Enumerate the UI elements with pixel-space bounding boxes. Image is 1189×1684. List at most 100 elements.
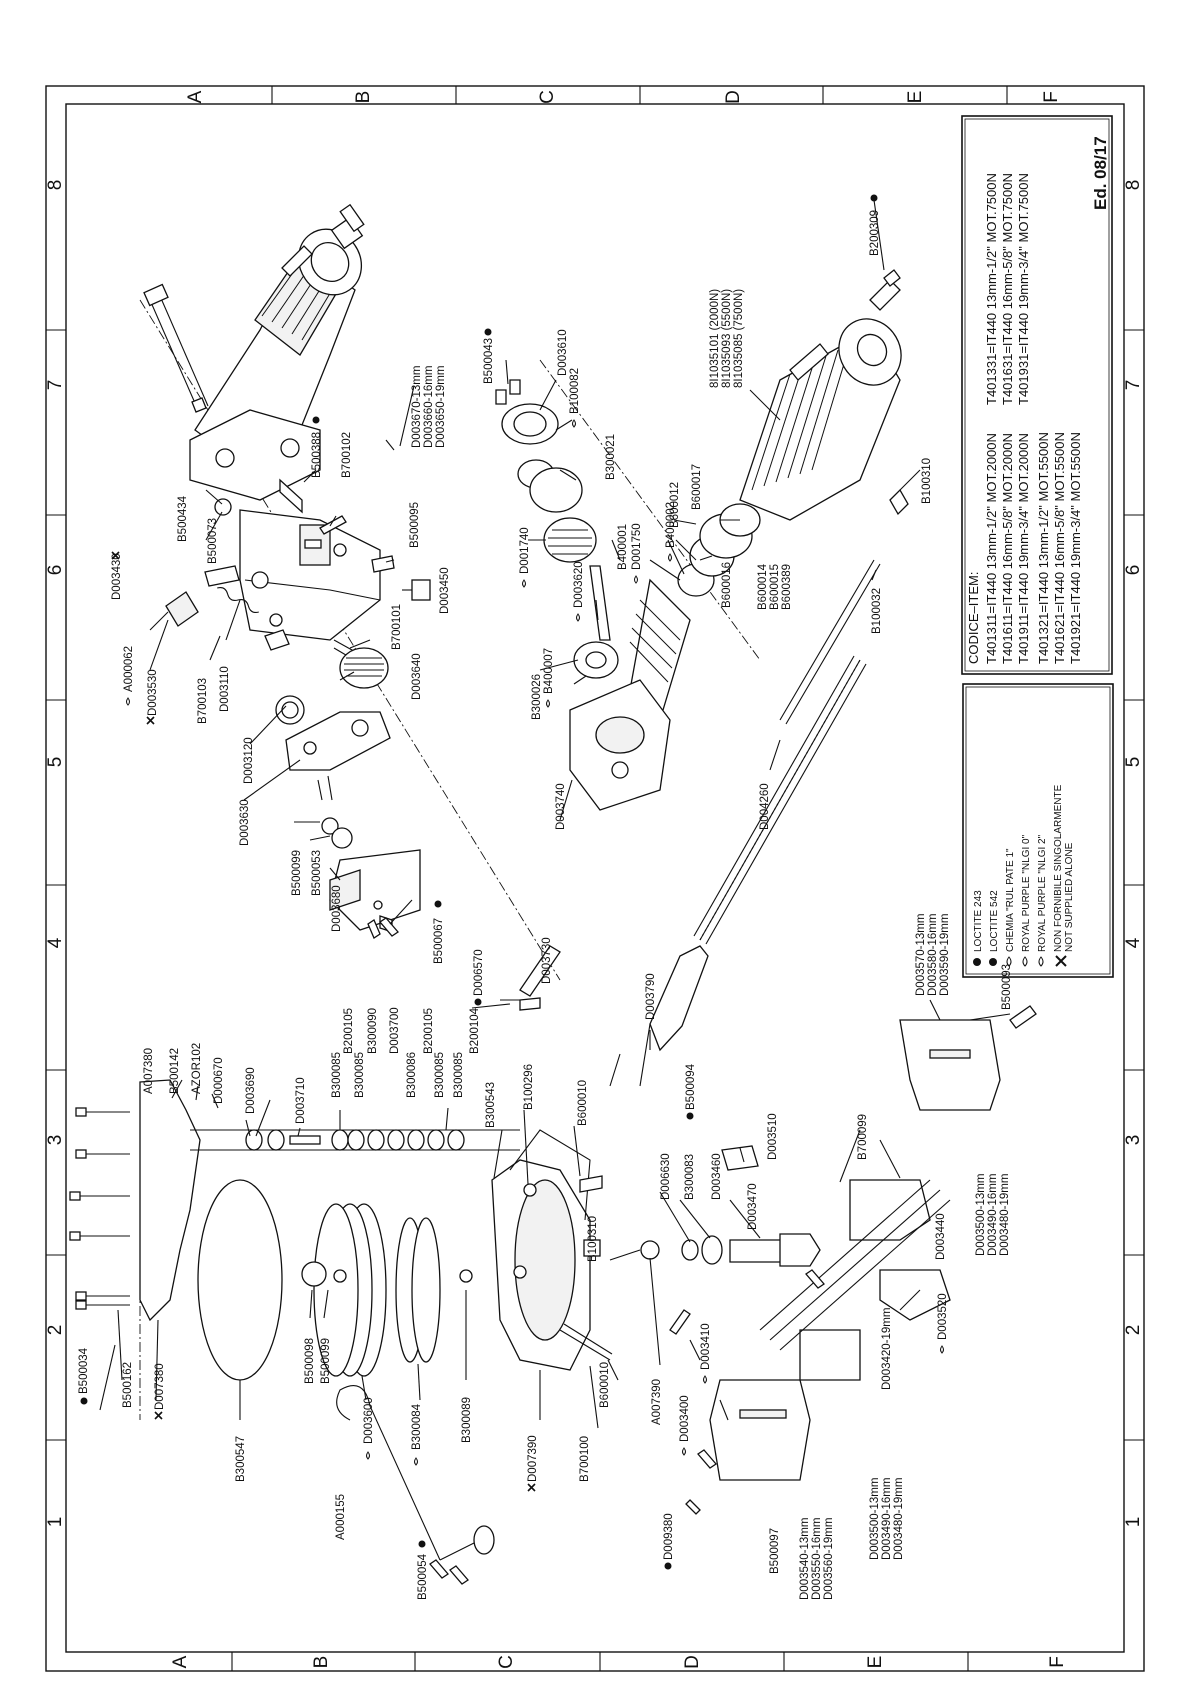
label-d003530: D003530 [147,669,159,716]
washer-stack [245,1129,465,1151]
drive-gear [543,517,597,563]
label-b500434: B500434 [177,495,189,542]
grid-numbers-left: 1 2 3 4 5 6 7 8 [45,180,66,1528]
drop-icon [366,1451,370,1460]
label-d006630: D006630 [660,1153,672,1200]
drop-icon [682,1447,686,1456]
dot-icon [989,958,997,966]
label-d003740: D003740 [555,783,567,830]
cross-icon [111,551,120,560]
label-d003410: D003410 [700,1323,712,1370]
grid-letter-e-top: E [905,91,926,104]
label-b100310-a: B100310 [587,1216,599,1262]
label-b500388: B500388 [311,432,323,478]
drop-icon [126,697,130,706]
svg-text:LOCTITE 542: LOCTITE 542 [989,890,1000,952]
grid-number-5-left: 5 [45,757,66,768]
svg-text:ROYAL PURPLE "NLGI 0": ROYAL PURPLE "NLGI 0" [1021,834,1032,952]
grid-number-3-right: 3 [1123,1135,1144,1146]
label-d001740: D001740 [519,527,531,574]
label-b300083: B300083 [684,1154,696,1200]
label-b700100: B700100 [579,1436,591,1482]
label-b500098: B500098 [304,1338,316,1384]
label-b300543: B300543 [485,1082,497,1128]
label-b200104: B200104 [469,1007,481,1054]
code-row-6-a: T401921=IT440 19mm-3/4" MOT.5500N [1068,432,1083,664]
svg-text:CHEMIA "RUL PATE 1": CHEMIA "RUL PATE 1" [1005,848,1016,952]
grid-numbers-right: 1 2 3 4 5 6 7 8 [1123,180,1144,1528]
label-b300085-c: B300085 [434,1052,446,1098]
mount-block [189,409,321,514]
drop-icon [1006,956,1012,967]
cover-screws [69,1107,130,1310]
label-d003500-a: D003500-13mm [869,1478,881,1560]
cross-icon [527,1483,536,1492]
dot-icon [474,998,482,1006]
label-b500099-a: B500099 [320,1338,332,1384]
label-a007380: A007380 [143,1048,155,1094]
label-d001750: D001750 [631,523,643,570]
label-d003710: D003710 [295,1077,307,1124]
hook-rod [336,1385,495,1561]
grid-number-1-left: 1 [45,1517,66,1528]
drop-icon [940,1345,944,1354]
label-d003480-b: D003480-19mm [999,1174,1011,1256]
label-d003650: D003650-19mm [435,366,447,448]
grid-number-8-left: 8 [45,180,66,191]
code-row-1-b: T401331=IT440 13mm-1/2" MOT.7500N [984,173,999,405]
label-d003120: D003120 [243,737,255,784]
dot-icon [434,900,442,908]
label-a000062: A000062 [123,646,135,692]
pulley [313,1203,387,1377]
label-d003550: D003550-16mm [811,1518,823,1600]
label-d003660: D003660-16mm [423,366,435,448]
label-b600010-a: B600010 [599,1362,611,1408]
label-d003590: D003590-19mm [939,914,951,996]
label-d003500-b: D003500-13mm [975,1174,987,1256]
label-d003600: D003600 [363,1397,375,1444]
grid-letter-d-top: D [723,90,744,104]
grid-number-2-left: 2 [45,1325,66,1336]
legend-item-5: ROYAL PURPLE "NLGI 2" [1037,834,1048,967]
drop-icon [1038,956,1044,967]
label-d003630: D003630 [239,799,251,846]
drop-icon [576,613,580,622]
label-d003110: D003110 [219,666,231,712]
edition-label: Ed. 08/17 [1091,136,1110,210]
label-b700099: B700099 [857,1114,869,1160]
label-d003640: D003640 [411,653,423,700]
label-d003480-a: D003480-19mm [893,1478,905,1560]
label-azor102: AZOR102 [191,1043,203,1094]
legend-item-2: LOCTITE 542 [989,890,1000,966]
label-d003620: D003620 [573,561,585,608]
label-d003490-b: D003490-16mm [987,1174,999,1256]
gear-housing [569,679,671,811]
grid-number-7-left: 7 [45,380,66,391]
label-b500142: B500142 [169,1048,181,1094]
bottom-block [329,849,421,931]
drop-icon [414,1457,418,1466]
grid-letter-d-bottom: D [682,1655,703,1669]
label-d003680: D003680 [331,885,343,932]
drawing-frame [45,85,1145,1672]
grid-letter-b-top: B [353,91,374,104]
svg-text:ROYAL PURPLE "NLGI 2": ROYAL PURPLE "NLGI 2" [1037,834,1048,952]
label-b600016: B600016 [721,562,733,608]
label-b100296: B100296 [523,1064,535,1110]
drop-icon [1022,956,1028,967]
label-d003400: D003400 [679,1395,691,1442]
code-row-1-a: T401311=IT440 13mm-1/2" MOT.2000N [984,433,999,664]
grid-letter-a-top: A [185,90,206,103]
drop-icon [668,553,672,562]
grid-number-5-right: 5 [1123,757,1144,768]
label-b300090: B300090 [367,1008,379,1054]
drop-icon [546,699,550,708]
legend-box: LOCTITE 243 LOCTITE 542 CHEMIA "RUL PATE… [962,683,1114,978]
label-d003610: D003610 [557,329,569,376]
grid-letter-b-bottom: B [311,1656,332,1669]
upper-motor-assembly [139,203,561,981]
label-d003450: D003450 [439,567,451,614]
label-b100032: B100032 [871,588,883,634]
dot-icon [312,416,320,424]
